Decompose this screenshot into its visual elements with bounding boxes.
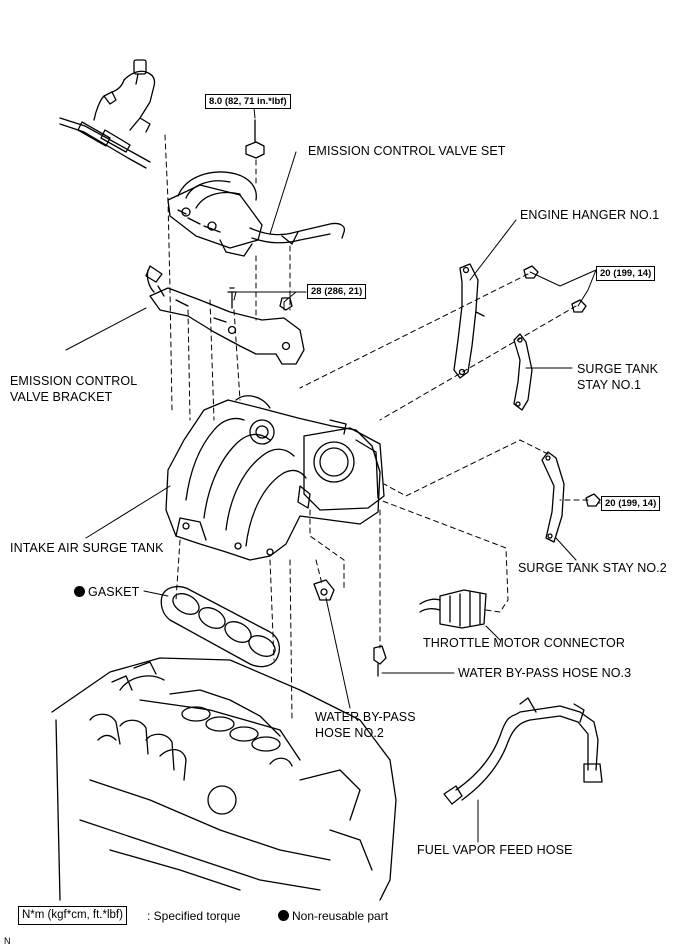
label-water-bypass-hose-2-line2: HOSE NO.2	[315, 726, 384, 740]
assembly-lines	[164, 134, 589, 721]
label-water-bypass-hose-2-line1: WATER BY-PASS	[315, 710, 416, 724]
intake-air-surge-tank	[165, 395, 385, 561]
nut-top	[245, 119, 265, 159]
label-surge-tank-stay-1-line2: STAY NO.1	[577, 378, 642, 392]
legend-nonreusable: Non-reusable part	[278, 909, 388, 924]
label-emission-control-valve-set: EMISSION CONTROL VALVE SET	[308, 144, 506, 158]
label-emission-bracket-line2: VALVE BRACKET	[10, 390, 113, 404]
legend-nonreusable-text: Non-reusable part	[292, 909, 389, 923]
gasket	[160, 585, 281, 668]
label-intake-air-surge-tank: INTAKE AIR SURGE TANK	[10, 541, 164, 555]
torque-label-bracket: 28 (286, 21)	[307, 284, 367, 299]
label-emission-bracket-line1: EMISSION CONTROL	[10, 374, 138, 388]
label-gasket-text: GASKET	[88, 585, 140, 599]
hanger-bolts	[523, 265, 587, 313]
wire-harness	[59, 59, 156, 169]
torque-label-stay2: 20 (199, 14)	[601, 496, 661, 511]
surge-tank-stay-2	[541, 451, 601, 543]
legend-dot-icon	[278, 910, 289, 921]
leader-lines	[65, 107, 601, 843]
label-water-bypass-hose-3: WATER BY-PASS HOSE NO.3	[458, 666, 632, 680]
legend-torque-desc: : Specified torque	[147, 909, 241, 923]
surge-tank-stay-1	[513, 333, 533, 411]
torque-label-nut-top: 8.0 (82, 71 in.*lbf)	[205, 94, 291, 109]
fuel-vapor-feed-hose	[443, 697, 603, 805]
engine-hanger	[453, 263, 485, 379]
label-fuel-vapor-feed-hose: FUEL VAPOR FEED HOSE	[417, 843, 573, 857]
torque-label-hanger-stay1: 20 (199, 14)	[596, 266, 656, 281]
nonreusable-dot-icon	[74, 586, 85, 597]
legend-torque-unit-box: N*m (kgf*cm, ft.*lbf)	[18, 906, 127, 925]
emission-control-valve-set	[167, 171, 346, 257]
water-bypass-hose-3	[373, 645, 387, 677]
engine-block	[51, 657, 397, 901]
label-gasket: GASKET	[74, 584, 139, 600]
corner-mark: N	[4, 936, 11, 946]
label-surge-tank-stay-2: SURGE TANK STAY NO.2	[518, 561, 667, 575]
throttle-motor-connector	[419, 589, 487, 629]
water-bypass-hose-2	[313, 579, 335, 601]
label-engine-hanger: ENGINE HANGER NO.1	[520, 208, 660, 222]
label-throttle-motor-connector: THROTTLE MOTOR CONNECTOR	[423, 636, 625, 650]
label-surge-tank-stay-1-line1: SURGE TANK	[577, 362, 659, 376]
